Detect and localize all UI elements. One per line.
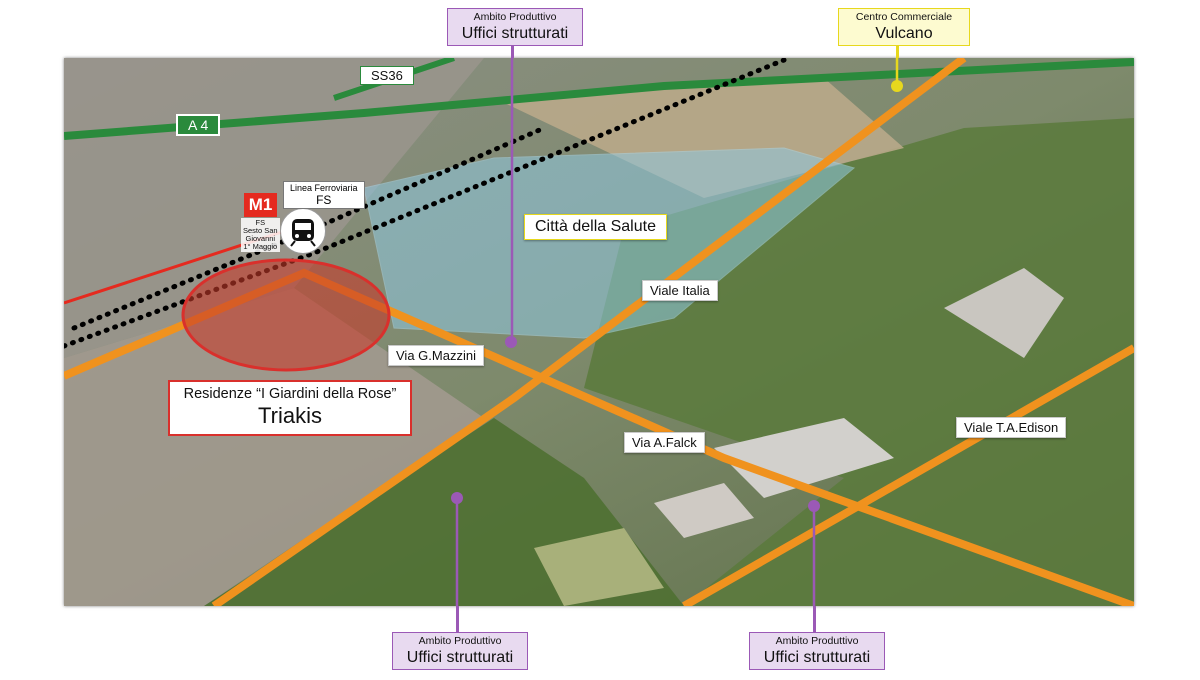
office-building-2 (654, 483, 754, 538)
viale-italia-road (211, 58, 967, 606)
office-callout-top-sub: Ambito Produttivo (473, 11, 557, 23)
office-callout-bl-main: Uffici strutturati (406, 649, 514, 666)
mall-marker (891, 80, 903, 92)
viale-italia-label: Viale Italia (642, 280, 718, 301)
office-callout-bottom-left: Ambito Produttivo Uffici strutturati (392, 632, 528, 670)
railway-label-line2: FS (316, 193, 332, 207)
mall-callout: Centro Commerciale Vulcano (838, 8, 970, 46)
railway-label-line1: Linea Ferroviaria (290, 183, 358, 193)
urban-area-south (64, 288, 484, 606)
leader-bottom-left-ext (456, 606, 459, 632)
via-mazzini-label: Via G.Mazzini (388, 345, 484, 366)
viale-edison-road (682, 344, 1134, 606)
industrial-building (944, 268, 1064, 358)
residenze-callout: Residenze “I Giardini della Rose” Triaki… (168, 380, 412, 436)
office-marker-top (505, 336, 517, 348)
leader-bottom-right-ext (813, 606, 816, 632)
railway-line-2 (71, 125, 547, 331)
aerial-map (64, 58, 1134, 606)
office-callout-bottom-right: Ambito Produttivo Uffici strutturati (749, 632, 885, 670)
station-line-4: 1° Maggio (243, 242, 278, 251)
station-line-3: Giovanni (245, 234, 276, 243)
mall-callout-main: Vulcano (875, 25, 933, 42)
citta-della-salute-label: Città della Salute (524, 214, 667, 240)
leader-top-purple-ext (511, 44, 514, 58)
sports-field (534, 528, 664, 606)
railway-label: Linea Ferroviaria FS (283, 181, 365, 209)
station-line-1: FS (255, 218, 266, 227)
viale-edison-label: Viale T.A.Edison (956, 417, 1067, 438)
office-callout-top: Ambito Produttivo Uffici strutturati (447, 8, 583, 46)
station-name: FS Sesto San Giovanni 1° Maggio (241, 218, 280, 252)
metro-m1-badge: M1 (244, 193, 277, 217)
train-icon (280, 208, 326, 254)
residenze-area (181, 258, 391, 372)
via-falck-label: Via A.Falck (624, 432, 705, 453)
office-building-1 (714, 418, 894, 498)
map-graphics (64, 58, 1134, 606)
office-callout-bl-sub: Ambito Produttivo (418, 635, 502, 647)
office-marker-bottom-right (808, 500, 820, 512)
ss36-shield: SS36 (360, 66, 414, 85)
leader-top-yellow-ext (896, 44, 899, 58)
residenze-name: Triakis (258, 403, 322, 428)
office-callout-br-main: Uffici strutturati (763, 649, 871, 666)
station-line-2: Sesto San (243, 226, 278, 235)
residenze-title: Residenze “I Giardini della Rose” (183, 386, 397, 402)
a4-shield: A 4 (176, 114, 221, 136)
office-marker-bottom-left (451, 492, 463, 504)
office-callout-top-main: Uffici strutturati (461, 25, 569, 42)
mall-callout-sub: Centro Commerciale (855, 11, 953, 23)
office-callout-br-sub: Ambito Produttivo (775, 635, 859, 647)
railway-line-1 (64, 58, 787, 349)
